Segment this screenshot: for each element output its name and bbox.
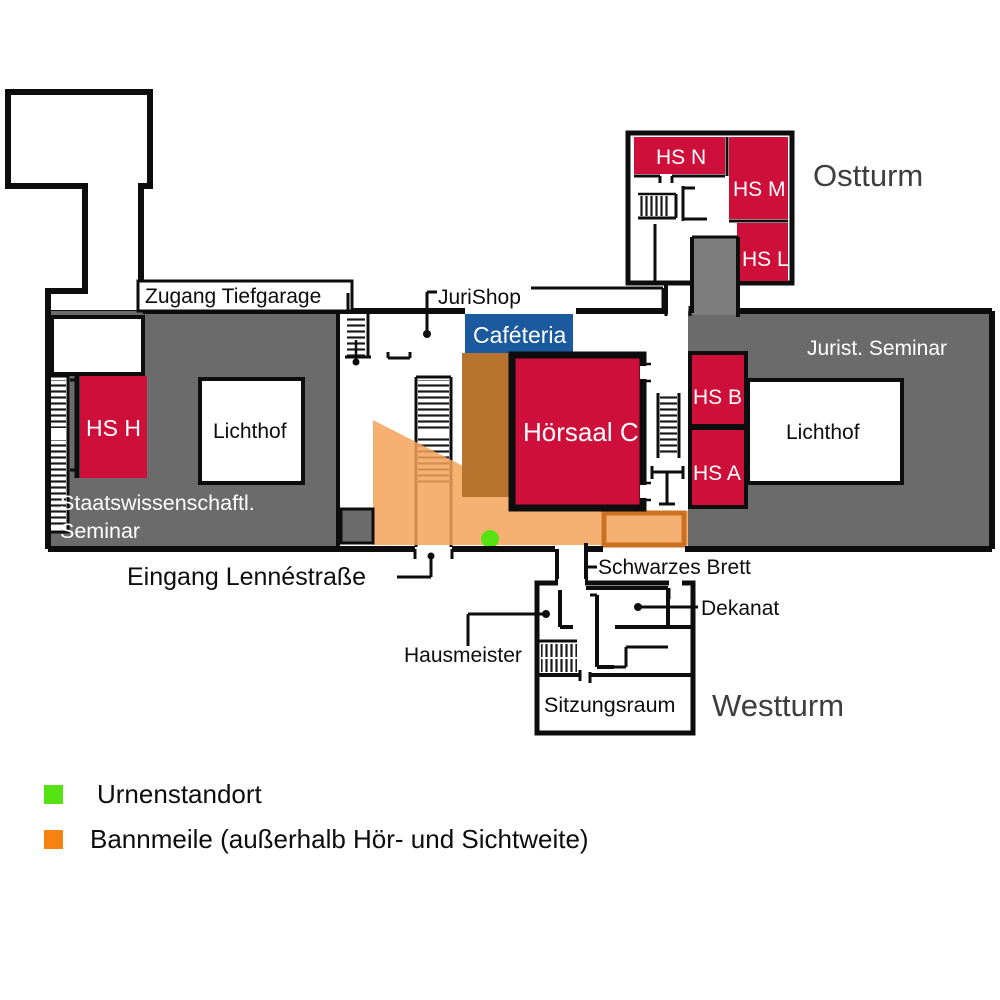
hausmeister-leader-dot [542, 610, 550, 618]
zugang-tiefgarage-label: Zugang Tiefgarage [145, 285, 321, 308]
eingang-lennestrasse-label: Eingang Lennéstraße [127, 563, 366, 591]
urnenstandort-marker [481, 530, 499, 548]
room-hs-l-label: HS L [742, 248, 789, 271]
staatswiss-seminar-label: Staatswissenschaftl. [60, 491, 255, 515]
central-stairs-icon [418, 380, 449, 430]
ostturm-title: Ostturm [813, 158, 923, 193]
westturm-stairs-icon [541, 659, 577, 672]
north-tower-outline [5, 89, 153, 316]
room-hoersaal-c [508, 351, 647, 512]
schwarzes-brett-label: Schwarzes Brett [598, 556, 751, 579]
west-stairs-icon [50, 440, 66, 528]
jurishop-leader-dot [423, 330, 431, 338]
tiefgarage-stairs-icon [347, 316, 365, 358]
corridor-opening [558, 579, 585, 587]
west-stairs-icon [50, 380, 66, 428]
door-gap [640, 485, 647, 498]
ostturm-stairs-icon [640, 196, 670, 216]
room-hs-m-label: HS M [733, 178, 786, 201]
room-lichthof-east [746, 378, 904, 485]
room-hs-n-label: HS N [656, 146, 706, 169]
east-corridor-stairs-icon [660, 396, 677, 456]
legend-swatch-urnenstandort [44, 785, 63, 804]
room-hs-l [737, 223, 788, 281]
dekanat-label: Dekanat [701, 597, 779, 620]
hsh-foyer [50, 315, 145, 376]
room-cafeteria-label: Caféteria [473, 322, 567, 348]
westturm-stairs-icon [541, 644, 577, 657]
zugang-label-box [136, 279, 354, 313]
room-hs-b [688, 351, 748, 428]
room-lichthof-west [198, 377, 305, 485]
entry-vestibule-grey [339, 507, 375, 545]
door-gap [669, 579, 682, 587]
room-hoersaal-c-label: Hörsaal C [523, 417, 639, 447]
legend-label-urnenstandort: Urnenstandort [97, 779, 263, 809]
room-cafeteria [465, 314, 573, 353]
legend-label-bannmeile: Bannmeile (außerhalb Hör- und Sichtweite… [90, 824, 589, 854]
room-hs-b-label: HS B [693, 386, 742, 409]
room-hs-m [729, 137, 788, 219]
room-hs-a-label: HS A [693, 462, 741, 485]
jurishop-label: JuriShop [438, 286, 521, 309]
ostturm-corridor [692, 237, 738, 315]
room-hs-h [80, 376, 147, 478]
room-sitzungsraum-label: Sitzungsraum [544, 693, 675, 717]
eingang-leader-dot [427, 552, 435, 560]
westturm-title: Westturm [712, 688, 844, 723]
hausmeister-label: Hausmeister [404, 644, 522, 667]
room-hs-h-label: HS H [86, 415, 141, 441]
legend-swatch-bannmeile [44, 830, 63, 849]
jurist-seminar-label: Jurist. Seminar [807, 337, 947, 360]
bannmeile-outline-rect [601, 510, 687, 548]
room-hs-n [634, 137, 725, 174]
tiefgarage-leader-dot [352, 358, 360, 366]
dekanat-leader-dot [634, 603, 642, 611]
bannmeile-zone-dark [462, 353, 510, 497]
staatswiss-seminar-label2: Seminar [60, 519, 140, 543]
room-lichthof-east-label: Lichthof [786, 421, 860, 444]
room-lichthof-west-label: Lichthof [213, 420, 287, 443]
door-gap [640, 366, 647, 379]
